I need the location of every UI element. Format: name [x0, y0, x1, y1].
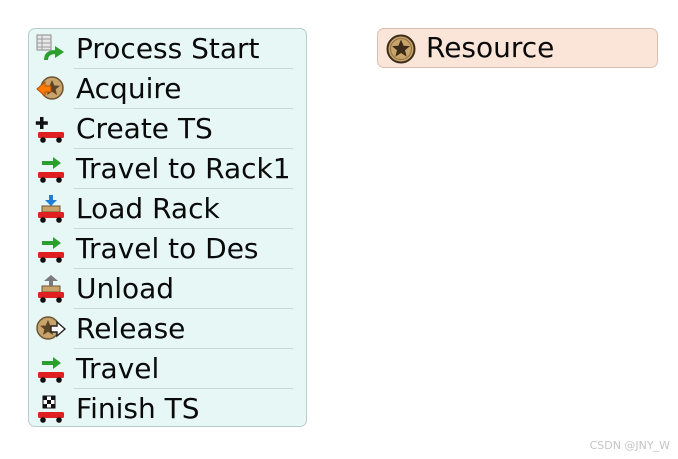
- acquire-resource-icon: [34, 74, 68, 104]
- step-acquire[interactable]: Acquire: [29, 69, 307, 109]
- step-release[interactable]: Release: [29, 309, 307, 349]
- step-label: Travel to Des: [76, 232, 259, 265]
- travel-icon: [34, 154, 68, 184]
- step-travel-to-des[interactable]: Travel to Des: [29, 229, 307, 269]
- travel-icon: [34, 234, 68, 264]
- resource-star-icon: [385, 33, 417, 65]
- step-divider: [74, 348, 293, 349]
- step-divider: [74, 188, 293, 189]
- step-load-rack[interactable]: Load Rack: [29, 189, 307, 229]
- step-process-start[interactable]: Process Start: [29, 29, 307, 69]
- resource-panel[interactable]: Resource: [377, 28, 658, 68]
- step-travel-to-rack1[interactable]: Travel to Rack1: [29, 149, 307, 189]
- step-create-ts[interactable]: Create TS: [29, 109, 307, 149]
- step-divider: [74, 108, 293, 109]
- create-task-sequence-icon: [34, 114, 68, 144]
- process-start-icon: [34, 34, 68, 64]
- finish-task-sequence-icon: [34, 394, 68, 424]
- step-label: Acquire: [76, 72, 182, 105]
- release-resource-icon: [34, 314, 68, 344]
- process-flow-panel: Process Start Acquire Create TS: [28, 28, 307, 427]
- unload-icon: [34, 274, 68, 304]
- step-finish-ts[interactable]: Finish TS: [29, 389, 307, 429]
- step-unload[interactable]: Unload: [29, 269, 307, 309]
- step-travel[interactable]: Travel: [29, 349, 307, 389]
- watermark: CSDN @JNY_W: [589, 439, 670, 452]
- step-label: Process Start: [76, 32, 260, 65]
- step-divider: [74, 268, 293, 269]
- step-label: Travel: [76, 352, 160, 385]
- step-label: Create TS: [76, 112, 213, 145]
- step-label: Unload: [76, 272, 175, 305]
- step-divider: [74, 68, 293, 69]
- step-divider: [74, 388, 293, 389]
- load-icon: [34, 194, 68, 224]
- step-label: Release: [76, 312, 186, 345]
- resource-label: Resource: [426, 31, 555, 64]
- step-label: Finish TS: [76, 392, 200, 425]
- step-divider: [74, 308, 293, 309]
- travel-icon: [34, 354, 68, 384]
- step-divider: [74, 148, 293, 149]
- step-label: Travel to Rack1: [76, 152, 291, 185]
- step-label: Load Rack: [76, 192, 220, 225]
- step-divider: [74, 228, 293, 229]
